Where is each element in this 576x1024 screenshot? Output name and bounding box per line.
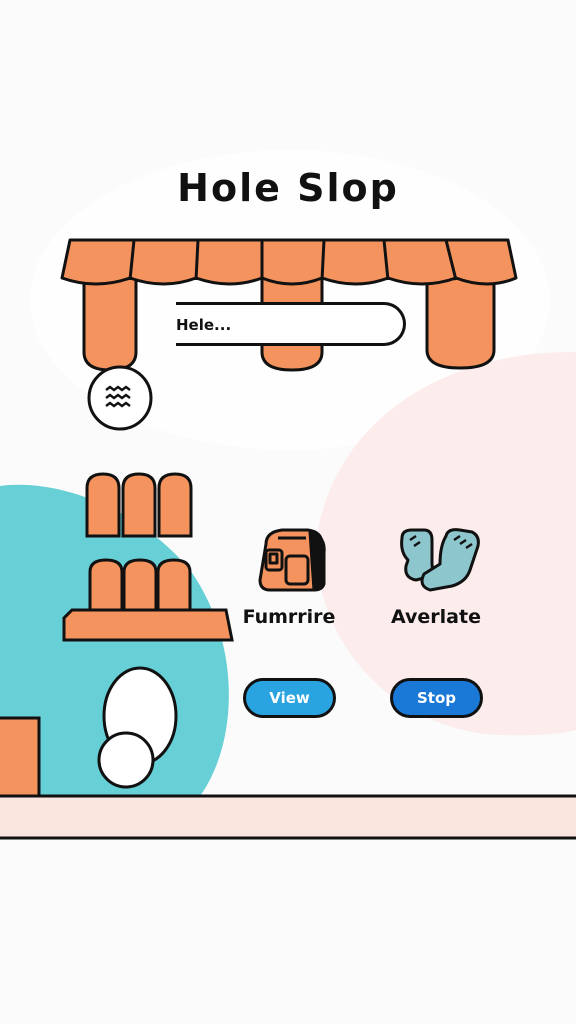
awning-leg-right — [425, 274, 496, 370]
tag-circle — [87, 365, 153, 431]
item-label-furniture: Fumrrire — [242, 606, 336, 628]
eggs — [97, 666, 178, 789]
search-input[interactable] — [176, 302, 406, 346]
stop-button[interactable]: Stop — [390, 678, 483, 718]
backpack-icon — [258, 528, 326, 592]
shelf-crates-upper — [85, 472, 193, 538]
view-button[interactable]: View — [243, 678, 336, 718]
socks-icon — [400, 528, 480, 592]
awning — [60, 238, 518, 372]
floor-strip — [0, 794, 576, 840]
item-label-averlate: Averlate — [391, 606, 481, 628]
page-title: Hole Slop — [177, 166, 399, 210]
shelf-board — [62, 608, 234, 642]
left-block — [0, 716, 41, 800]
awning-leg-left — [82, 274, 138, 372]
shelf-crates-lower — [62, 558, 234, 642]
